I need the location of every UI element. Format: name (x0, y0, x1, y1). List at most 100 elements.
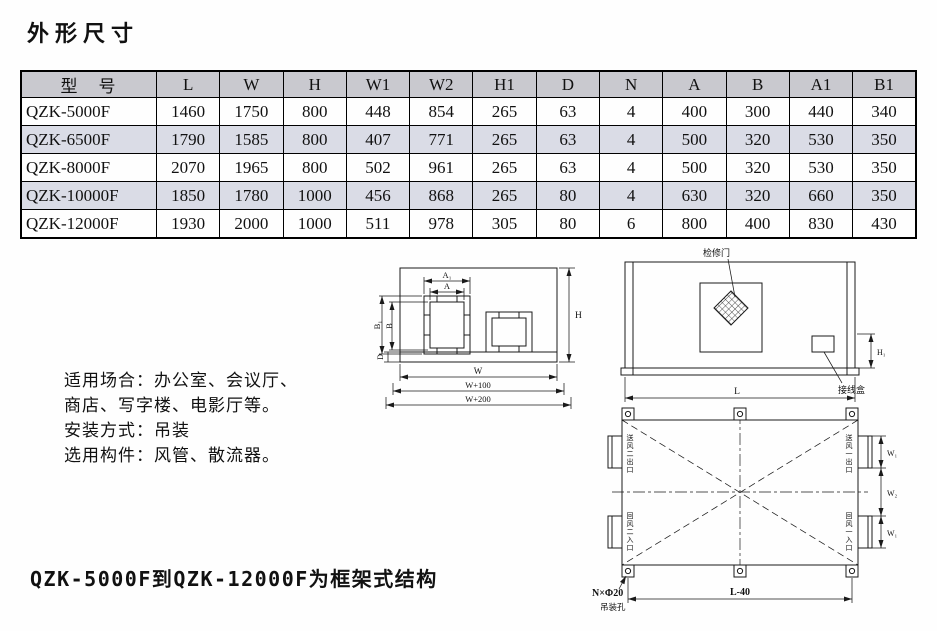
value-cell: 800 (282, 125, 347, 154)
dim-label-h1: H₁ (877, 348, 886, 357)
column-header-9: A (662, 70, 727, 98)
column-header-6: H1 (472, 70, 537, 98)
model-cell: QZK-6500F (20, 125, 157, 154)
column-header-0: 型 号 (20, 70, 157, 98)
value-cell: 400 (662, 97, 727, 126)
dim-label-a: A (444, 281, 451, 291)
value-cell: 500 (662, 125, 727, 154)
inspection-door-label: 检修门 (703, 247, 730, 258)
dim-l: L (624, 377, 856, 402)
dim-b1: B₁ (372, 295, 422, 355)
value-cell: 350 (852, 153, 917, 182)
column-header-3: H (282, 70, 347, 98)
value-cell: 2070 (155, 153, 221, 182)
value-cell: 80 (535, 209, 600, 239)
dim-w100: W+100 (392, 380, 565, 395)
value-cell: 340 (852, 97, 917, 126)
hanging-hole (848, 567, 856, 575)
holes-caption-label: 吊装孔 (600, 602, 626, 612)
hanging-hole (736, 410, 744, 418)
value-cell: 1585 (219, 125, 284, 154)
value-cell: 530 (788, 125, 854, 154)
duct-flange-small (485, 311, 533, 353)
value-cell: 320 (725, 153, 790, 182)
column-header-11: A1 (788, 70, 854, 98)
value-cell: 407 (345, 125, 411, 154)
value-cell: 305 (472, 209, 537, 239)
usage-line: 适用场合：办公室、会议厅、 (64, 371, 298, 390)
flange-label-bottom-right: 回风一入口 (845, 512, 853, 552)
value-cell: 300 (725, 97, 790, 126)
holes-note-label: N×Φ20 (592, 588, 623, 599)
value-cell: 320 (725, 125, 790, 154)
dim-h1: H₁ (857, 333, 886, 369)
side-view-drawing: 检修门 接线盒 L H₁ (620, 247, 886, 402)
value-cell: 961 (409, 153, 474, 182)
value-cell: 350 (852, 181, 917, 210)
unit-outline (399, 267, 558, 363)
value-cell: 1780 (219, 181, 284, 210)
hanging-hole (624, 410, 632, 418)
value-cell: 63 (535, 153, 600, 182)
dim-a: A (429, 281, 465, 300)
value-cell: 530 (788, 153, 854, 182)
dim-label-l40: L-40 (730, 587, 750, 598)
unit-outline (621, 419, 859, 566)
page-title: 外形尺寸 (27, 21, 140, 46)
model-cell: QZK-5000F (20, 97, 157, 126)
usage-line: 商店、写字楼、电影厅等。 (64, 396, 280, 415)
column-header-1: L (155, 70, 221, 98)
dim-l40: L-40 (627, 578, 853, 603)
value-cell: 630 (662, 181, 727, 210)
dim-label-h: H (575, 311, 582, 321)
flange-label-top-right: 送风一出口 (845, 434, 853, 474)
value-cell: 1930 (155, 209, 221, 239)
column-header-4: W1 (345, 70, 411, 98)
dim-label-b1: B₁ (372, 321, 382, 330)
dim-label-a1: A₁ (442, 270, 451, 280)
dim-label-b: B (384, 323, 394, 329)
value-cell: 978 (409, 209, 474, 239)
column-header-10: B (725, 70, 790, 98)
hanging-hole (624, 567, 632, 575)
dim-label-w100: W+100 (465, 380, 491, 390)
value-cell: 265 (472, 125, 537, 154)
dim-label-l: L (734, 387, 740, 397)
value-cell: 456 (345, 181, 411, 210)
usage-line: 安装方式：吊装 (64, 421, 190, 440)
column-header-7: D (535, 70, 600, 98)
value-cell: 4 (598, 181, 664, 210)
value-cell: 265 (472, 97, 537, 126)
dim-label-d: D (376, 354, 385, 360)
front-view-drawing: A₁ A B₁ B (372, 267, 582, 409)
column-header-8: N (598, 70, 664, 98)
dim-label-w: W (474, 366, 483, 376)
column-header-12: B1 (852, 70, 917, 98)
unit-outline (624, 261, 856, 369)
base-frame (620, 367, 860, 376)
value-cell: 6 (598, 209, 664, 239)
dim-label-w1-top: W₁ (887, 449, 898, 458)
value-cell: 771 (409, 125, 474, 154)
value-cell: 1790 (155, 125, 221, 154)
value-cell: 63 (535, 125, 600, 154)
value-cell: 1965 (219, 153, 284, 182)
dim-a1: A₁ (423, 270, 471, 294)
model-cell: QZK-8000F (20, 153, 157, 182)
usage-notes: 适用场合：办公室、会议厅、 商店、写字楼、电影厅等。 安装方式：吊装 选用构件：… (64, 368, 298, 468)
value-cell: 448 (345, 97, 411, 126)
value-cell: 800 (662, 209, 727, 239)
dim-w1-w2: W₁ W₂ W₁ (872, 435, 898, 549)
value-cell: 400 (725, 209, 790, 239)
model-cell: QZK-12000F (20, 209, 157, 239)
value-cell: 2000 (219, 209, 284, 239)
value-cell: 800 (282, 97, 347, 126)
hanging-hole (736, 567, 744, 575)
